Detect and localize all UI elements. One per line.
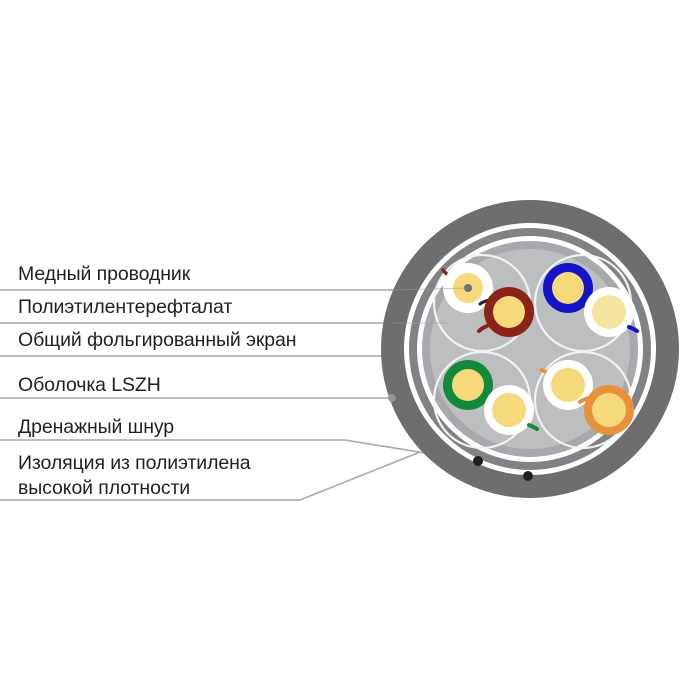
cable-body (381, 200, 679, 498)
conductor-green-core (452, 369, 484, 401)
conductor-blue-core (552, 272, 584, 304)
lszh-jacket-marker-dot (388, 394, 396, 402)
callout-label-drain-wire: Дренажный шнур (18, 416, 175, 438)
conductor-green-white-core (492, 393, 526, 427)
leader-overlay-copper-conductor (391, 287, 469, 291)
leader-lines (0, 289, 481, 501)
callout-label-hdpe-insulation-line-2: высокой плотности (18, 477, 191, 499)
twist-mark-brown-c (477, 324, 489, 333)
leader-lines-overlay (391, 287, 469, 324)
callout-label-hdpe-insulation-line-1: Изоляция из полиэтилена (18, 452, 251, 474)
conductor-brown-core (493, 296, 525, 328)
callout-label-copper-conductor: Медный проводник (18, 263, 191, 285)
callout-label-pet-tape: Полиэтилентерефталат (18, 296, 233, 318)
twist-mark-blue-b (627, 325, 639, 333)
pair-orange (540, 360, 634, 435)
conductor-blue-white-core (592, 295, 626, 329)
callout-label-lszh-jacket: Оболочка LSZH (18, 374, 161, 396)
pair-brown (441, 263, 534, 337)
drain-wire-left (473, 456, 483, 466)
conductor-orange-white-core (551, 368, 585, 402)
conductor-orange-core (592, 393, 626, 427)
leader-line-hdpe-insulation (0, 451, 421, 501)
callout-label-overall-foil-screen: Общий фольгированный экран (18, 329, 297, 351)
pair-blue (543, 263, 639, 337)
drain-wires (473, 456, 533, 481)
drain-wire-right (523, 471, 533, 481)
twist-mark-green-b (527, 423, 539, 431)
pair-green (443, 360, 539, 435)
